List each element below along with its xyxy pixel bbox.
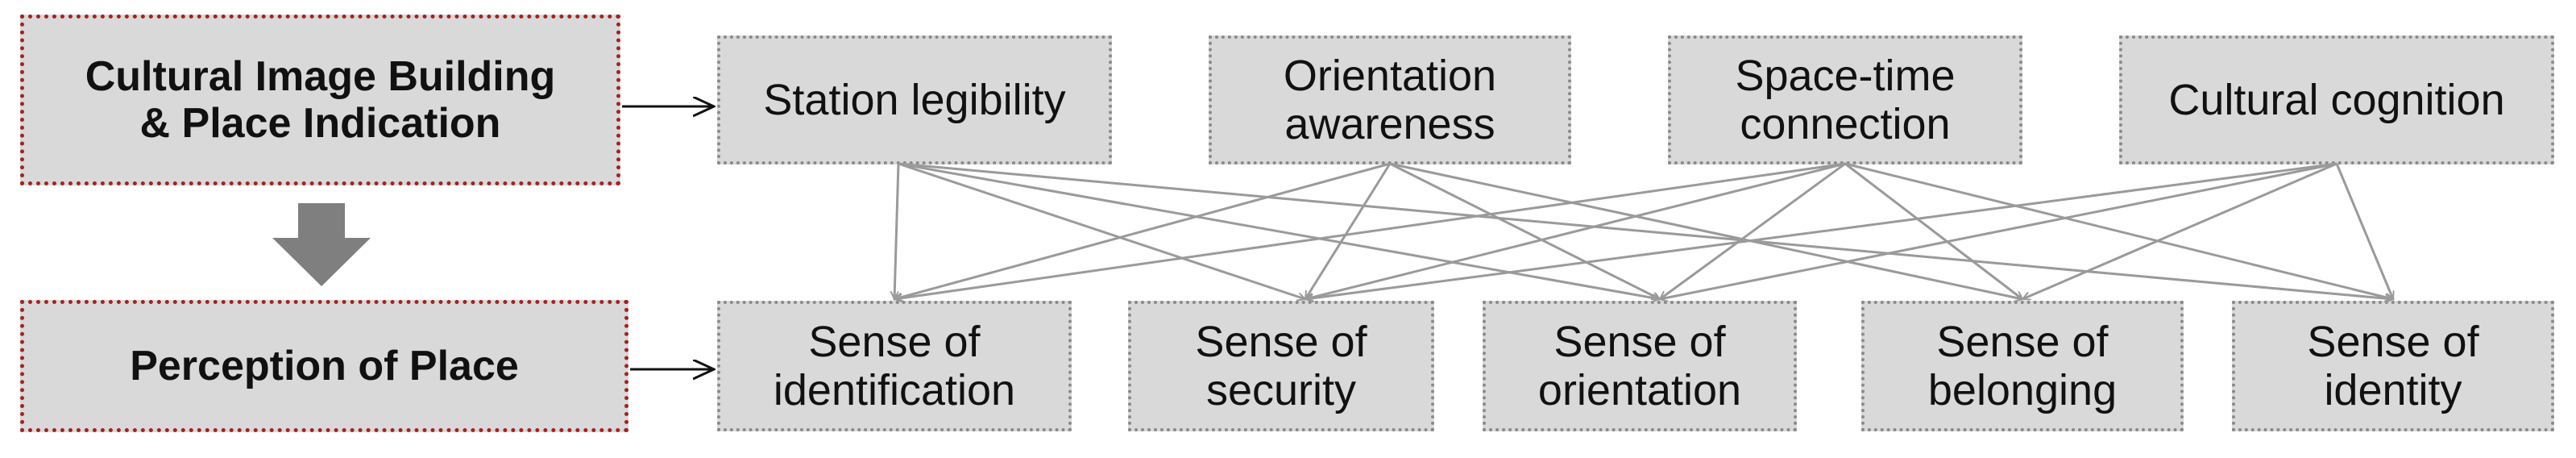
sense-security: Sense of security: [1128, 301, 1434, 431]
sense-label: Sense of belonging: [1927, 317, 2118, 414]
link-legibility-to-identity: [898, 162, 2393, 299]
link-cultural-to-belonging: [2022, 162, 2337, 299]
sense-belonging: Sense of belonging: [1861, 301, 2184, 431]
sense-label: Sense of orientation: [1537, 317, 1742, 414]
perception-of-place-box: Perception of Place: [20, 300, 628, 432]
link-cultural-to-orientation: [1660, 162, 2337, 299]
link-spacetime-to-security: [1305, 162, 1846, 299]
sense-orientation: Sense of orientation: [1483, 301, 1797, 431]
link-spacetime-to-identification: [894, 162, 1846, 299]
link-legibility-to-identification: [894, 163, 900, 299]
factor-label: Orientation awareness: [1283, 51, 1497, 148]
factor-label: Cultural cognition: [2168, 75, 2505, 124]
sense-label: Sense of security: [1195, 317, 1367, 414]
factor-space-time-connection: Space-time connection: [1668, 35, 2022, 164]
big-down-arrow: [272, 203, 371, 286]
cultural-image-building-label: Cultural Image Building & Place Indicati…: [85, 52, 556, 147]
cultural-image-building-box: Cultural Image Building & Place Indicati…: [20, 15, 620, 185]
sense-identity: Sense of identity: [2232, 301, 2554, 431]
link-spacetime-to-identity: [1844, 162, 2393, 299]
link-legibility-to-security: [898, 162, 1305, 299]
link-orientation_awareness-to-security: [1304, 163, 1392, 299]
link-spacetime-to-orientation: [1660, 162, 1846, 299]
link-orientation_awareness-to-belonging: [1389, 162, 2022, 299]
link-spacetime-to-belonging: [1844, 162, 2022, 299]
link-orientation_awareness-to-identification: [894, 162, 1391, 299]
factor-label: Space-time connection: [1735, 51, 1956, 148]
factor-orientation-awareness: Orientation awareness: [1209, 35, 1571, 164]
link-legibility-to-orientation: [898, 162, 1660, 299]
link-cultural-to-identity: [2335, 163, 2393, 299]
link-cultural-to-security: [1305, 162, 2337, 299]
perception-of-place-label: Perception of Place: [130, 342, 519, 389]
sense-identification: Sense of identification: [717, 301, 1072, 431]
factor-cultural-cognition: Cultural cognition: [2119, 35, 2554, 164]
sense-label: Sense of identity: [2307, 317, 2479, 414]
sense-label: Sense of identification: [773, 317, 1016, 414]
link-orientation_awareness-to-orientation: [1389, 162, 1660, 301]
factor-label: Station legibility: [763, 75, 1066, 124]
factor-station-legibility: Station legibility: [717, 35, 1112, 164]
